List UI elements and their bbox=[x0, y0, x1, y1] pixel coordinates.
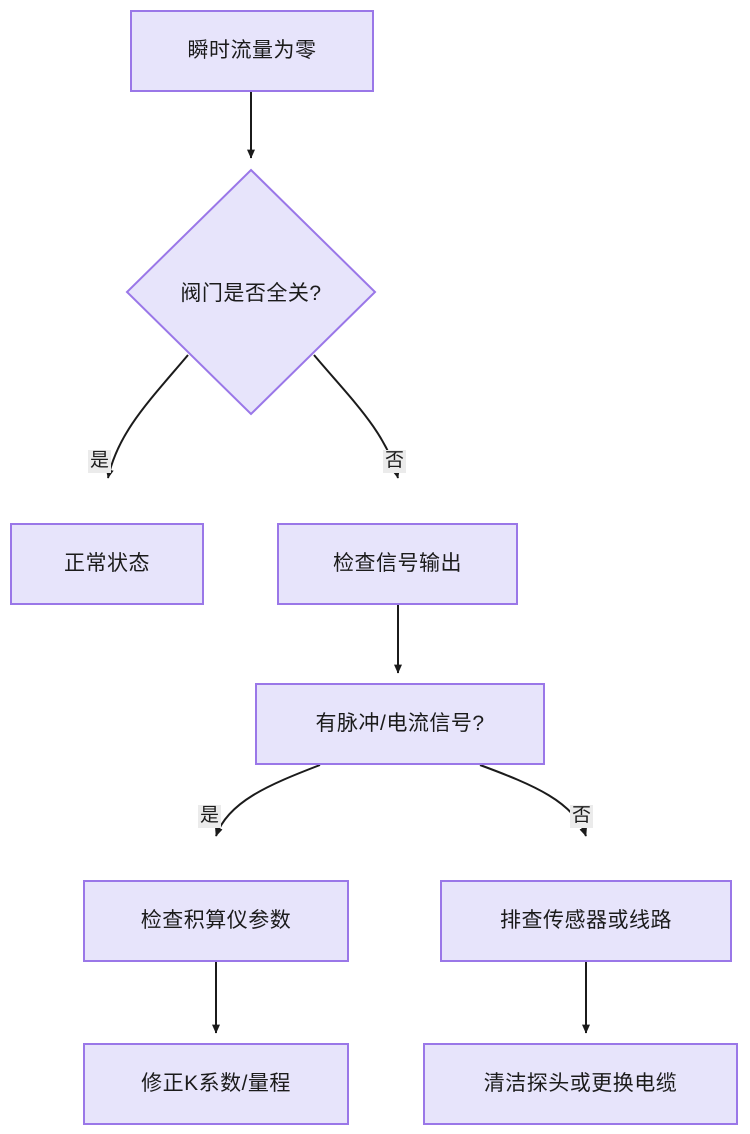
node-normal-state[interactable]: 正常状态 bbox=[10, 523, 204, 605]
edge-label-valve-yes: 是 bbox=[88, 450, 112, 473]
node-fix-k-factor-label: 修正K系数/量程 bbox=[141, 1072, 291, 1096]
node-start[interactable]: 瞬时流量为零 bbox=[130, 10, 374, 92]
node-fix-k-factor[interactable]: 修正K系数/量程 bbox=[83, 1043, 349, 1125]
node-valve-closed-label: 阀门是否全关? bbox=[180, 282, 322, 305]
node-check-sensor-label: 排查传感器或线路 bbox=[500, 909, 672, 933]
node-has-pulse-label: 有脉冲/电流信号? bbox=[315, 712, 485, 736]
node-normal-state-label: 正常状态 bbox=[64, 552, 150, 576]
node-check-totalizer-label: 检查积算仪参数 bbox=[140, 909, 292, 933]
diamond-shape bbox=[125, 168, 377, 416]
node-has-pulse[interactable]: 有脉冲/电流信号? bbox=[255, 683, 545, 765]
node-start-label: 瞬时流量为零 bbox=[187, 39, 317, 63]
node-check-totalizer[interactable]: 检查积算仪参数 bbox=[83, 880, 349, 962]
node-clean-probe-label: 清洁探头或更换电缆 bbox=[483, 1072, 678, 1096]
edge-valve-yes-to-normal bbox=[105, 354, 189, 479]
node-check-sensor[interactable]: 排查传感器或线路 bbox=[440, 880, 732, 962]
node-check-signal[interactable]: 检查信号输出 bbox=[277, 523, 518, 605]
node-valve-closed[interactable]: 阀门是否全关? bbox=[125, 168, 377, 416]
node-clean-probe[interactable]: 清洁探头或更换电缆 bbox=[423, 1043, 738, 1125]
edge-label-pulse-yes: 是 bbox=[198, 805, 222, 828]
edge-label-valve-no: 否 bbox=[383, 450, 407, 473]
edge-pulse-yes-to-check-totalizer bbox=[215, 764, 321, 837]
edge-label-pulse-no: 否 bbox=[570, 805, 594, 828]
node-check-signal-label: 检查信号输出 bbox=[333, 552, 462, 576]
